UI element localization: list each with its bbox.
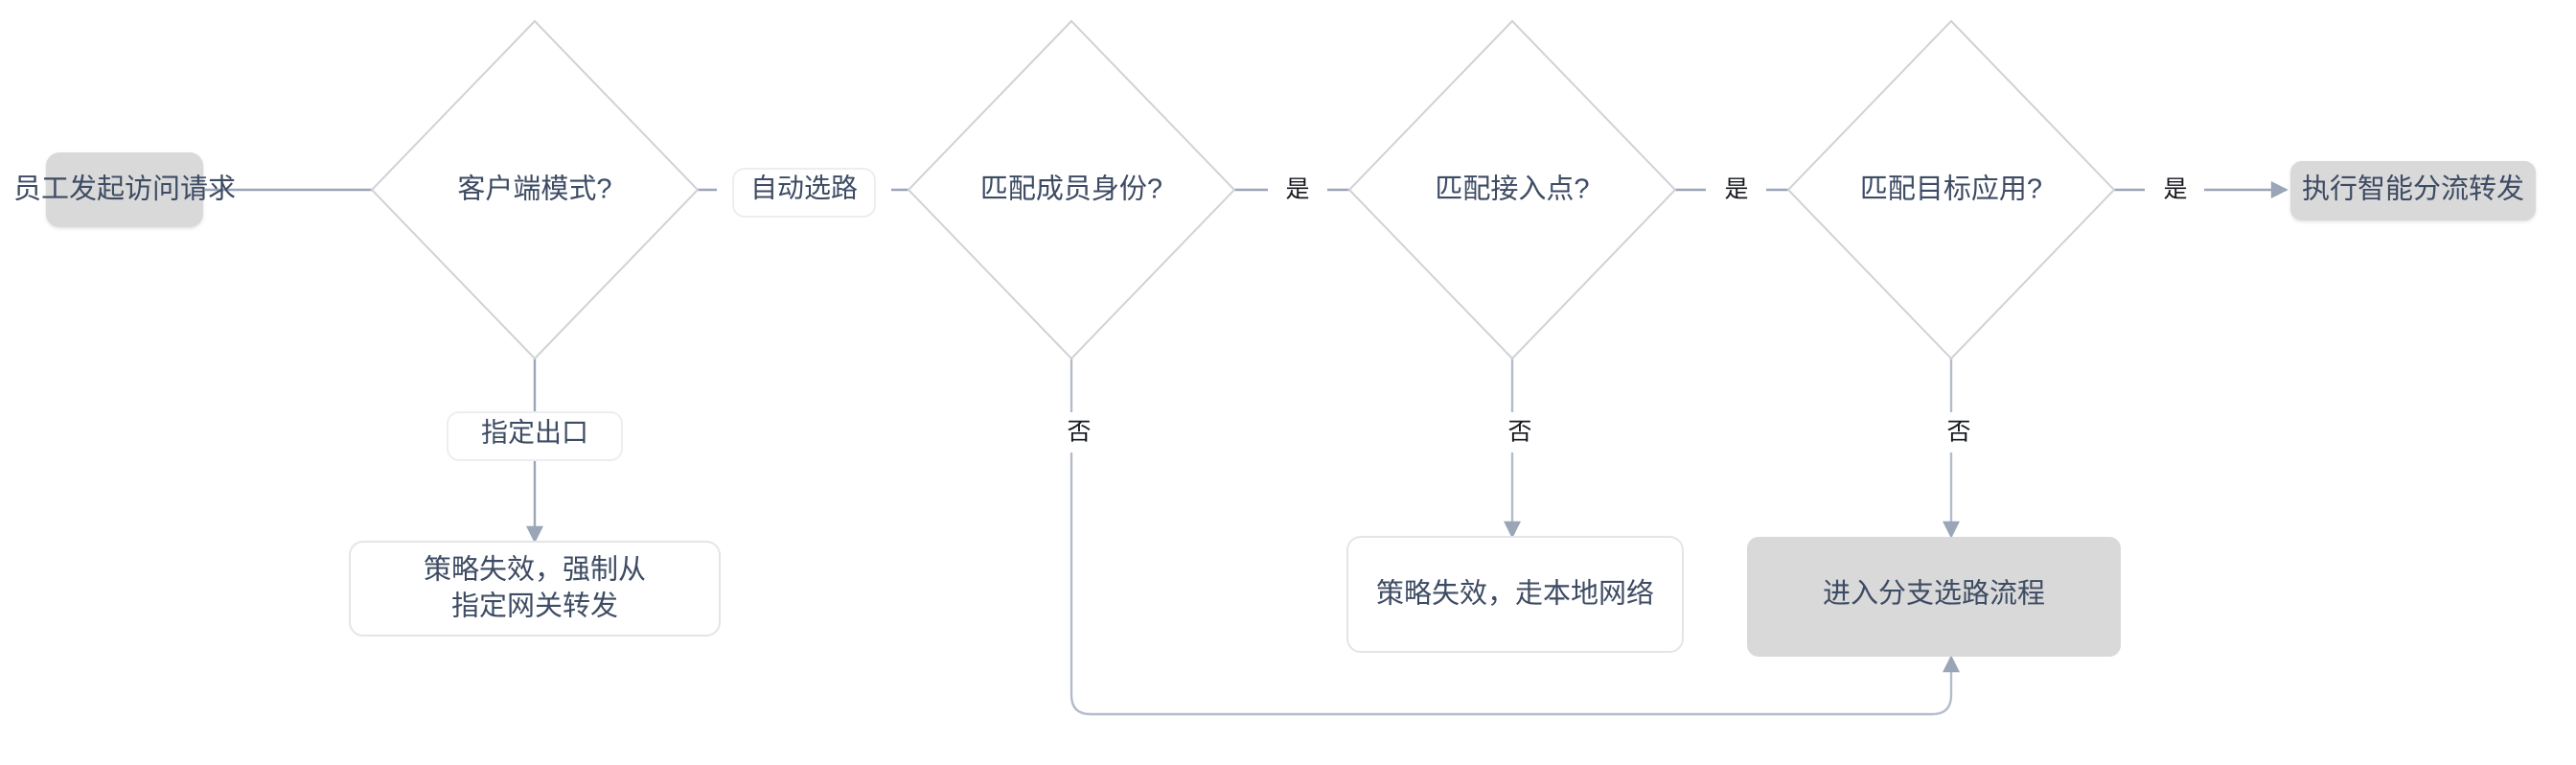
- edge-label-designated-exit: 指定出口: [447, 411, 623, 461]
- node-policy-fail-gateway-label-line1: 策略失效，强制从: [424, 554, 646, 586]
- edge-label-no-1: 否: [1058, 412, 1098, 452]
- node-member-match-label: 匹配成员身份?: [980, 174, 1162, 205]
- node-client-mode-shape: [370, 19, 700, 360]
- node-target-app-match[interactable]: 匹配目标应用?: [1786, 19, 2116, 360]
- edge-label-yes-1-bg: [1275, 173, 1322, 211]
- node-client-mode-label: 客户端模式?: [457, 174, 611, 205]
- edge-label-yes-1: 是: [1275, 173, 1322, 211]
- node-start-request-shape: [46, 152, 203, 227]
- edge-label-yes-1-text: 是: [1285, 176, 1309, 203]
- node-access-point-match-shape: [1347, 19, 1677, 360]
- node-access-point-match-label: 匹配接入点?: [1435, 174, 1589, 205]
- edge-label-auto-route: 自动选路: [732, 168, 876, 218]
- node-layer: 员工发起访问请求 客户端模式? 匹配成员身份? 匹配接入点? 匹配目标应用?: [13, 19, 2536, 657]
- node-execute-forward-shape: [2290, 161, 2536, 220]
- node-start-request[interactable]: 员工发起访问请求: [13, 152, 236, 227]
- edge-label-no-1-bg: [1058, 412, 1098, 452]
- edge-label-designated-exit-text: 指定出口: [481, 417, 588, 447]
- edge-label-no-3-text: 否: [1946, 419, 1970, 446]
- node-client-mode[interactable]: 客户端模式?: [370, 19, 700, 360]
- node-policy-fail-gateway-label-line2: 指定网关转发: [451, 591, 618, 622]
- edge-label-yes-2-text: 是: [1724, 176, 1748, 203]
- node-policy-fail-gateway-shape: [349, 541, 721, 637]
- edge-label-auto-route-text: 自动选路: [750, 173, 858, 202]
- edge-label-designated-exit-chip: [447, 411, 623, 461]
- node-branch-routing-shape: [1747, 537, 2121, 657]
- node-policy-fail-local-label: 策略失效，走本地网络: [1376, 578, 1654, 610]
- edge-label-yes-3-text: 是: [2163, 176, 2187, 203]
- node-policy-fail-local[interactable]: 策略失效，走本地网络: [1346, 536, 1684, 653]
- node-member-match-shape: [907, 19, 1236, 360]
- edge-label-no-3-bg: [1938, 412, 1978, 452]
- node-branch-routing-label: 进入分支选路流程: [1823, 578, 2045, 610]
- edge-label-no-2: 否: [1499, 412, 1539, 452]
- edge-label-yes-2: 是: [1713, 173, 1760, 211]
- edge-label-yes-2-bg: [1713, 173, 1760, 211]
- edge-label-yes-3-bg: [2151, 173, 2199, 211]
- edge-label-no-1-text: 否: [1067, 419, 1091, 446]
- node-policy-fail-local-shape: [1346, 536, 1684, 653]
- node-branch-routing[interactable]: 进入分支选路流程: [1747, 537, 2121, 657]
- node-start-request-label: 员工发起访问请求: [13, 174, 236, 205]
- node-target-app-match-shape: [1786, 19, 2116, 360]
- node-member-match[interactable]: 匹配成员身份?: [907, 19, 1236, 360]
- edge-label-yes-3: 是: [2151, 173, 2199, 211]
- edge-label-auto-route-chip: [732, 168, 876, 218]
- edge-member-match-no-loop: [1070, 316, 1960, 716]
- node-execute-forward-label: 执行智能分流转发: [2302, 174, 2524, 205]
- node-execute-forward[interactable]: 执行智能分流转发: [2290, 161, 2536, 220]
- node-access-point-match[interactable]: 匹配接入点?: [1347, 19, 1677, 360]
- edge-label-layer: 自动选路 指定出口 是 是 是 否: [447, 168, 2199, 461]
- node-target-app-match-label: 匹配目标应用?: [1860, 174, 2042, 205]
- edge-label-no-3: 否: [1938, 412, 1978, 452]
- node-policy-fail-gateway[interactable]: 策略失效，强制从 指定网关转发: [349, 541, 721, 637]
- edge-label-no-2-bg: [1499, 412, 1539, 452]
- edge-label-no-2-text: 否: [1507, 419, 1531, 446]
